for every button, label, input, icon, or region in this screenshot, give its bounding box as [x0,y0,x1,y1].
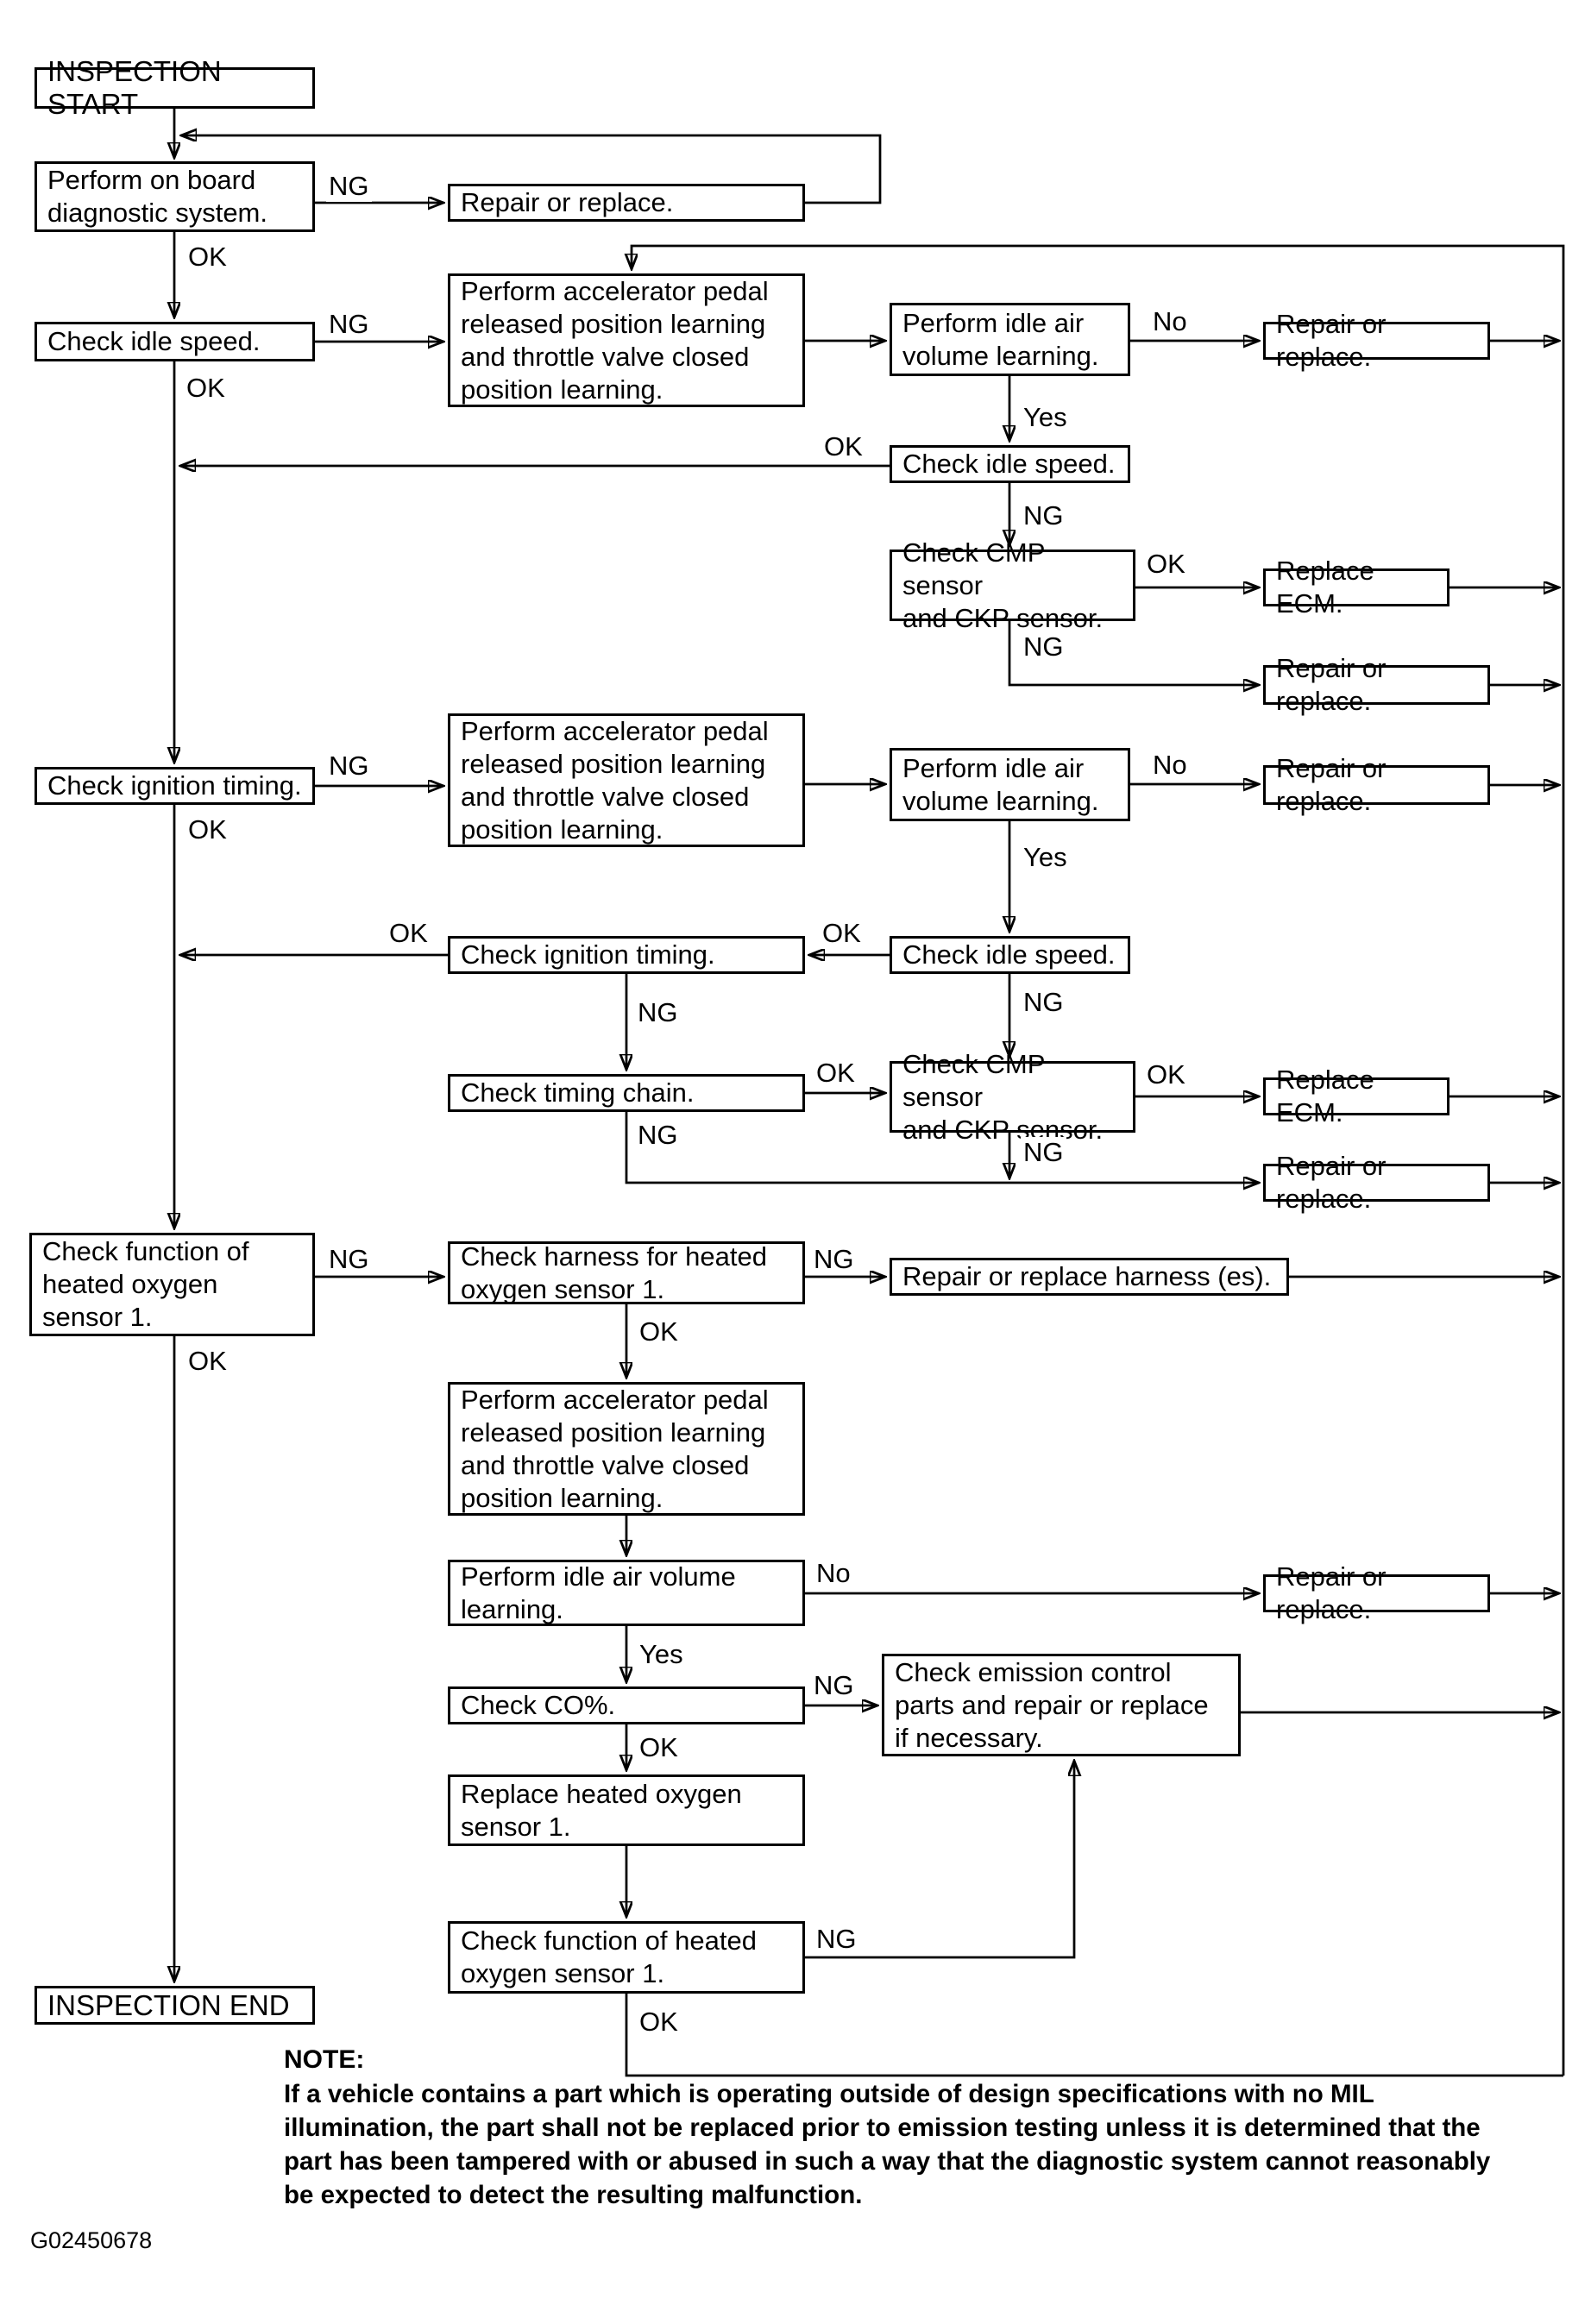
connector [625,1112,1259,1183]
edge-label-no: No [814,1558,853,1589]
node-inspection-start: INSPECTION START [35,55,315,120]
note-block: NOTE: If a vehicle contains a part which… [284,2043,1518,2212]
edge-label-ok: OK [387,918,431,949]
node-inspection-end: INSPECTION END [35,1986,315,2025]
node-replace-ho2s: Replace heated oxygen sensor 1. [448,1774,805,1846]
node-accel-learning-3: Perform accelerator pedal released posit… [448,1382,805,1516]
node-repair-replace-5: Repair or replace. [1263,1151,1490,1214]
edge-label-ng: NG [635,997,681,1028]
edge-label-ok: OK [637,1732,681,1763]
connector [625,1994,1563,2077]
edge-label-ok: OK [637,1316,681,1347]
node-repair-replace-3: Repair or replace. [1263,653,1490,716]
node-repair-harness: Repair or replace harness (es). [890,1258,1289,1296]
edge-label-ng: NG [635,1120,681,1151]
edge-label-ok: OK [821,431,865,462]
edge-label-ng: NG [326,171,372,202]
edge-label-ok: OK [1144,1059,1188,1090]
edge-label-ng: NG [326,751,372,782]
connector [1008,621,1259,685]
edge-label-ng: NG [814,1924,859,1955]
edge-label-ok: OK [814,1058,858,1089]
note-heading: NOTE: [284,2045,365,2074]
edge-label-no: No [1150,750,1190,781]
node-repair-replace-6: Repair or replace. [1263,1561,1490,1624]
node-check-timing-chain: Check timing chain. [448,1074,805,1112]
node-repair-replace-2: Repair or replace. [1263,309,1490,372]
edge-label-ng: NG [1021,631,1066,663]
figure-id: G02450678 [30,2227,153,2253]
node-replace-ecm-1: Replace ECM. [1263,556,1450,619]
edge-label-yes: Yes [1021,402,1070,433]
node-accel-learning-2: Perform accelerator pedal released posit… [448,713,805,847]
edge-label-ng: NG [1021,1137,1066,1168]
edge-label-ng: NG [326,1244,372,1275]
connector [181,135,882,204]
edge-label-ok: OK [637,2007,681,2038]
edge-label-ng: NG [1021,987,1066,1018]
node-replace-ecm-2: Replace ECM. [1263,1065,1450,1127]
node-repair-replace-1: Repair or replace. [448,184,805,222]
edge-label-ok: OK [186,1346,230,1377]
node-check-ignition-2: Check ignition timing. [448,936,805,974]
node-check-idle-2: Check idle speed. [890,445,1130,483]
node-emission-parts: Check emission control parts and repair … [882,1654,1241,1756]
node-check-idle-1: Check idle speed. [35,322,315,361]
edge-label-ok: OK [1144,549,1188,580]
node-cmp-ckp-2: Check CMP sensor and CKP sensor. [890,1049,1135,1145]
node-check-ho2s-1: Check function of heated oxygen sensor 1… [29,1233,315,1336]
edge-label-ok: OK [820,918,864,949]
edge-label-no: No [1150,306,1190,337]
node-repair-replace-4: Repair or replace. [1263,753,1490,816]
edge-label-ok: OK [186,242,230,273]
edge-label-ng: NG [811,1670,857,1701]
edge-label-yes: Yes [637,1639,686,1670]
node-idle-air-2: Perform idle air volume learning. [890,748,1130,821]
note-body: If a vehicle contains a part which is op… [284,2080,1491,2209]
node-accel-learning-1: Perform accelerator pedal released posit… [448,273,805,407]
edge-label-ng: NG [811,1244,857,1275]
node-check-idle-3: Check idle speed. [890,936,1130,974]
node-perform-obd: Perform on board diagnostic system. [35,161,315,232]
edge-label-ng: NG [1021,500,1066,531]
edge-label-ng: NG [326,309,372,340]
node-cmp-ckp-1: Check CMP sensor and CKP sensor. [890,537,1135,633]
connector [805,1761,1074,1959]
node-check-harness: Check harness for heated oxygen sensor 1… [448,1241,805,1304]
node-check-co: Check CO%. [448,1686,805,1724]
node-idle-air-3: Perform idle air volume learning. [448,1560,805,1626]
edge-label-ok: OK [186,814,230,845]
node-idle-air-1: Perform idle air volume learning. [890,303,1130,376]
edge-label-yes: Yes [1021,842,1070,873]
node-check-ho2s-2: Check function of heated oxygen sensor 1… [448,1921,805,1994]
edge-label-ok: OK [184,373,228,404]
connector [632,244,1565,2076]
node-check-ignition-1: Check ignition timing. [35,767,315,805]
